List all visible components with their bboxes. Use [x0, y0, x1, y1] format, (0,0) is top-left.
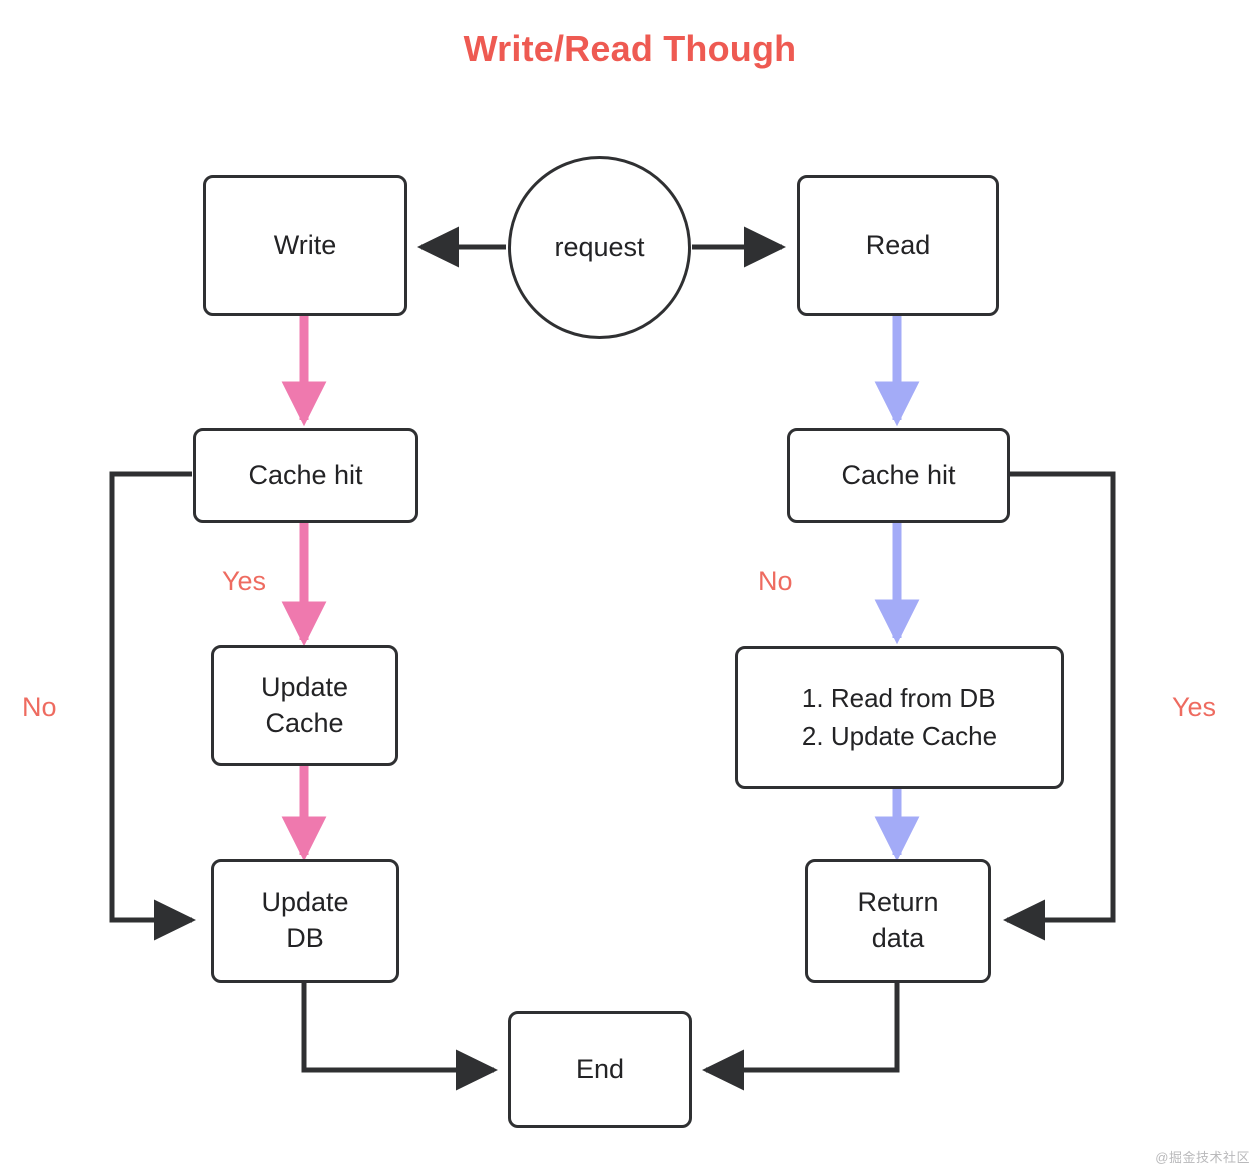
node-update-cache-label: Update Cache — [260, 671, 349, 738]
node-end-label: End — [575, 1053, 625, 1084]
node-read[interactable]: Read — [797, 175, 999, 316]
node-write-cache-hit[interactable]: Cache hit — [193, 428, 418, 523]
node-read-cache-hit[interactable]: Cache hit — [787, 428, 1010, 523]
node-request[interactable]: request — [508, 156, 691, 339]
node-update-db-label: Update DB — [261, 887, 349, 953]
edge-label-write-cache-hit-no: No — [22, 692, 57, 722]
node-read-from-db-steps-label: 1. Read from DB 2. Update Cache — [801, 682, 998, 751]
node-write[interactable]: Write — [203, 175, 407, 316]
node-read-cache-hit-label: Cache hit — [841, 459, 956, 490]
edge-label-read-cache-hit-yes: Yes — [1172, 692, 1217, 722]
watermark: @掘金技术社区 — [1155, 1150, 1250, 1165]
node-return-data[interactable]: Return data — [805, 859, 991, 983]
node-read-from-db-steps[interactable]: 1. Read from DB 2. Update Cache — [735, 646, 1064, 789]
diagram-title: Write/Read Though — [463, 28, 797, 69]
edge-write-cache-hit-no — [109, 471, 197, 941]
node-update-db[interactable]: Update DB — [211, 859, 399, 983]
node-return-data-label: Return data — [857, 887, 939, 953]
node-request-label: request — [554, 231, 645, 262]
edge-label-read-cache-hit-no: No — [758, 566, 793, 596]
edge-return-data-to-end — [701, 983, 900, 1091]
edge-update-db-to-end — [301, 983, 499, 1091]
edge-label-write-cache-hit-yes: Yes — [222, 566, 267, 596]
node-end[interactable]: End — [508, 1011, 692, 1128]
node-write-label: Write — [273, 229, 337, 260]
node-update-cache[interactable]: Update Cache — [211, 645, 398, 766]
node-write-cache-hit-label: Cache hit — [248, 459, 363, 490]
edge-read-cache-hit-yes — [1002, 471, 1116, 941]
node-read-label: Read — [865, 229, 931, 260]
